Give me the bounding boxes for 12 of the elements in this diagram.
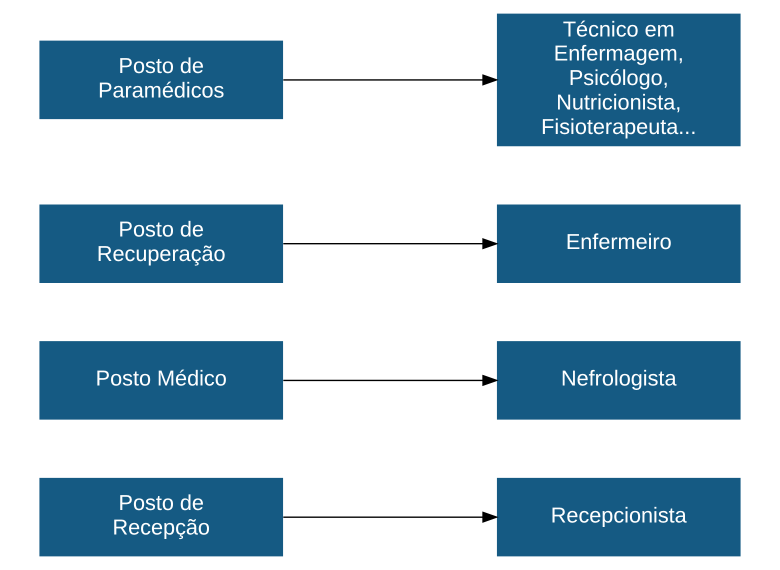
node-box: Nefrologista (496, 341, 741, 420)
node-box: Posto de Recuperação (39, 204, 284, 283)
arrow (283, 238, 499, 250)
node-box: Técnico em Enfermagem, Psicólogo, Nutricionista, Fisioterapeuta... (496, 14, 741, 146)
arrow (283, 74, 499, 86)
arrow (283, 511, 499, 523)
node-box: Posto Médico (39, 341, 284, 420)
node-box: Recepcionista (496, 478, 741, 556)
node-box: Posto de Paramédicos (39, 40, 284, 120)
node-box: Posto de Recepção (39, 478, 284, 556)
arrow (283, 374, 499, 386)
node-box: Enfermeiro (496, 204, 741, 283)
